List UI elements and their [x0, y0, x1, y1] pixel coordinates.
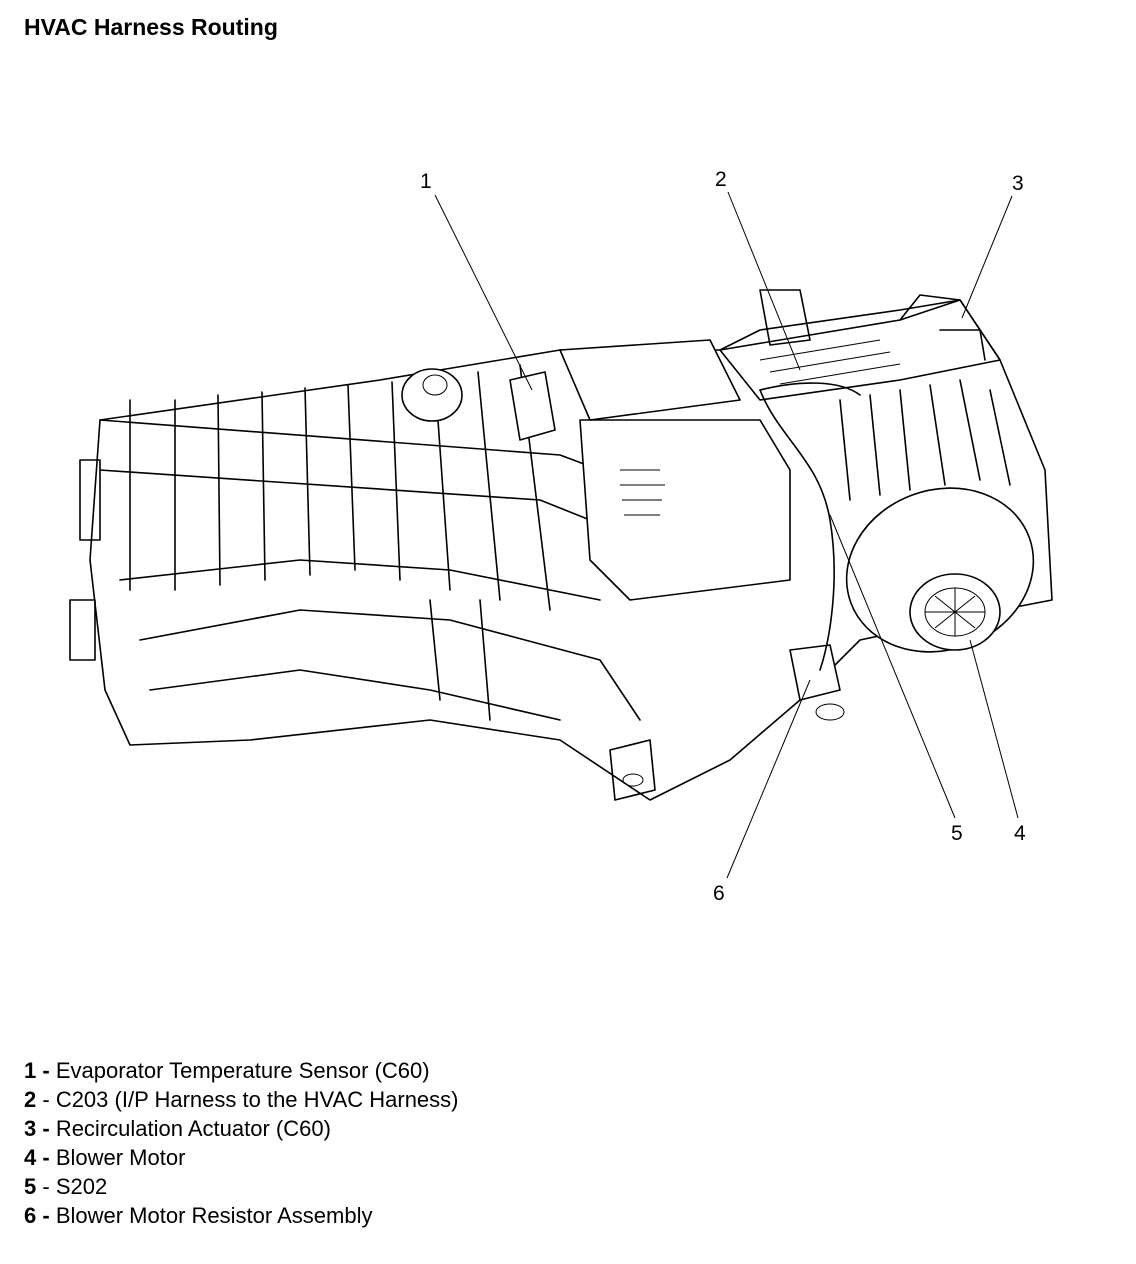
leader-line-5	[829, 514, 956, 819]
leader-lines	[434, 191, 1019, 879]
leader-line-1	[434, 194, 533, 391]
legend-item: 5 - S202	[24, 1172, 459, 1201]
callout-3: 3	[1012, 172, 1024, 195]
callout-2: 2	[715, 168, 727, 191]
legend-item: 3 - Recirculation Actuator (C60)	[24, 1114, 459, 1143]
legend-text: S202	[55, 1174, 108, 1199]
callout-6: 6	[713, 882, 725, 905]
leader-line-2	[727, 191, 801, 371]
legend-number: 6	[24, 1203, 37, 1228]
legend-number: 3	[24, 1116, 37, 1141]
leader-line-3	[961, 195, 1013, 319]
legend-separator: -	[36, 1174, 56, 1199]
legend-item: 4 - Blower Motor	[24, 1143, 459, 1172]
legend-text: Blower Motor	[55, 1145, 186, 1170]
leader-line-4	[969, 639, 1019, 819]
parts-legend: 1 - Evaporator Temperature Sensor (C60) …	[24, 1056, 459, 1230]
leader-line-6	[726, 679, 811, 879]
legend-separator: -	[36, 1203, 56, 1228]
callout-5: 5	[951, 822, 963, 845]
legend-item: 1 - Evaporator Temperature Sensor (C60)	[24, 1056, 459, 1085]
legend-item: 6 - Blower Motor Resistor Assembly	[24, 1201, 459, 1230]
legend-item: 2 - C203 (I/P Harness to the HVAC Harnes…	[24, 1085, 459, 1114]
legend-separator: -	[36, 1145, 56, 1170]
legend-separator: -	[36, 1058, 56, 1083]
hvac-case	[69, 289, 1053, 801]
legend-separator: -	[36, 1087, 56, 1112]
hvac-module-drawing: 1 2 3 4 5 6	[69, 168, 1053, 905]
callout-1: 1	[420, 170, 432, 193]
legend-number: 5	[24, 1174, 37, 1199]
legend-separator: -	[36, 1116, 56, 1141]
diagram-title: HVAC Harness Routing	[24, 14, 278, 40]
legend-text: Evaporator Temperature Sensor (C60)	[55, 1058, 430, 1083]
legend-number: 2	[24, 1087, 37, 1112]
callout-4: 4	[1014, 822, 1026, 845]
legend-number: 4	[24, 1145, 37, 1170]
legend-text: Recirculation Actuator (C60)	[55, 1116, 331, 1141]
legend-text: C203 (I/P Harness to the HVAC Harness)	[55, 1087, 459, 1112]
legend-text: Blower Motor Resistor Assembly	[55, 1203, 373, 1228]
legend-number: 1	[24, 1058, 37, 1083]
